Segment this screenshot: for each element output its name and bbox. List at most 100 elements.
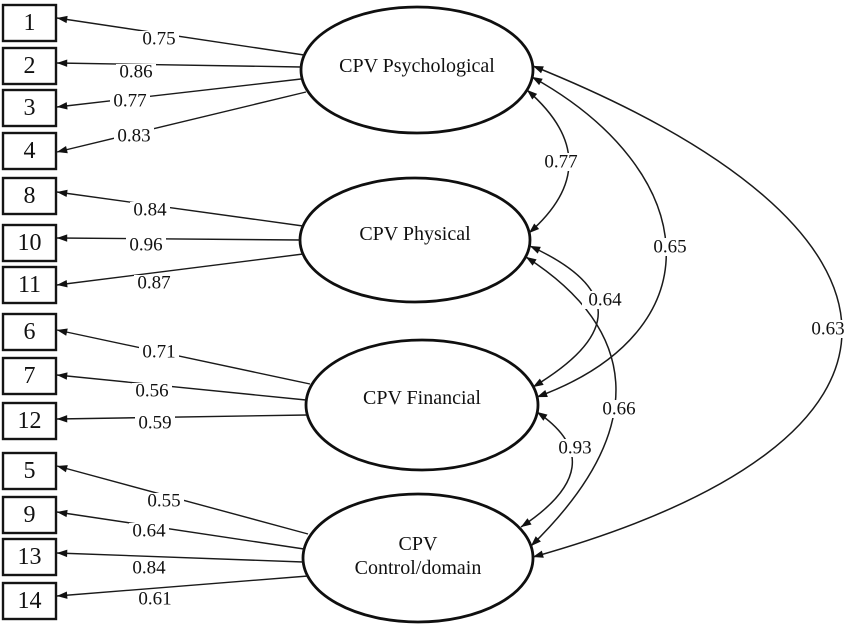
loading-arrow-6 bbox=[56, 328, 311, 385]
indicator-box-3: 3 bbox=[1, 88, 58, 128]
loading-arrow-13 bbox=[56, 549, 304, 563]
svg-text:5: 5 bbox=[24, 458, 36, 484]
loading-arrow-2 bbox=[56, 59, 302, 68]
loading-label-11: 0.87 bbox=[134, 273, 174, 294]
covariance-curve-psychological-control bbox=[532, 65, 843, 558]
loading-arrow-10 bbox=[56, 234, 301, 242]
loading-arrow-11 bbox=[56, 253, 304, 288]
loading-label-2: 0.86 bbox=[116, 62, 156, 83]
svg-text:0.65: 0.65 bbox=[653, 237, 686, 258]
loading-arrow-14 bbox=[56, 575, 309, 599]
loading-arrow-8 bbox=[56, 189, 304, 227]
svg-text:11: 11 bbox=[18, 272, 41, 298]
svg-text:2: 2 bbox=[24, 53, 36, 79]
covariance-label-physical-financial: 0.64 bbox=[582, 290, 628, 311]
indicator-box-13: 13 bbox=[1, 537, 58, 577]
loading-arrow-7 bbox=[56, 372, 307, 401]
svg-text:4: 4 bbox=[24, 138, 36, 164]
svg-text:0.56: 0.56 bbox=[135, 381, 168, 402]
loading-label-14: 0.61 bbox=[135, 589, 175, 610]
svg-text:0.84: 0.84 bbox=[133, 200, 167, 221]
svg-text:0.86: 0.86 bbox=[119, 62, 152, 83]
label-backing bbox=[582, 291, 628, 309]
factor-psychological: CPV Psychological bbox=[299, 5, 535, 135]
svg-text:0.55: 0.55 bbox=[147, 491, 180, 512]
covariance-label-psychological-control: 0.63 bbox=[805, 319, 848, 340]
loading-label-12: 0.59 bbox=[135, 413, 175, 434]
svg-text:0.66: 0.66 bbox=[602, 399, 635, 420]
loading-label-3: 0.77 bbox=[110, 91, 150, 112]
covariance-label-financial-control: 0.93 bbox=[552, 438, 598, 459]
svg-text:3: 3 bbox=[24, 95, 36, 121]
factor-control: CPV Control/domain bbox=[301, 492, 535, 624]
svg-text:8: 8 bbox=[24, 183, 36, 209]
svg-text:0.83: 0.83 bbox=[117, 126, 150, 147]
label-backing bbox=[552, 439, 598, 457]
svg-text:0.71: 0.71 bbox=[142, 342, 175, 363]
factor-label-physical: CPV Physical bbox=[359, 223, 471, 245]
svg-text:0.59: 0.59 bbox=[138, 413, 171, 434]
indicator-box-1: 1 bbox=[1, 3, 58, 43]
indicator-box-4: 4 bbox=[1, 131, 58, 171]
svg-text:0.64: 0.64 bbox=[132, 521, 166, 542]
indicator-box-9: 9 bbox=[1, 495, 58, 535]
svg-text:0.87: 0.87 bbox=[137, 273, 170, 294]
covariance-label-psychological-physical: 0.77 bbox=[538, 152, 584, 173]
loading-label-9: 0.64 bbox=[129, 521, 169, 542]
svg-text:12: 12 bbox=[18, 408, 42, 434]
svg-text:7: 7 bbox=[24, 363, 36, 389]
indicator-box-7: 7 bbox=[1, 356, 58, 396]
factor-label-psychological: CPV Psychological bbox=[339, 55, 495, 77]
factor-label-control-line2: Control/domain bbox=[355, 557, 482, 579]
svg-text:6: 6 bbox=[24, 319, 36, 345]
covariance-curve-physical-financial bbox=[529, 245, 599, 388]
factor-financial: CPV Financial bbox=[304, 338, 540, 472]
svg-text:1: 1 bbox=[24, 10, 36, 36]
factor-ellipse-control bbox=[301, 492, 535, 624]
loading-label-10: 0.96 bbox=[126, 235, 166, 256]
svg-text:0.96: 0.96 bbox=[129, 235, 162, 256]
svg-text:10: 10 bbox=[18, 230, 42, 256]
indicator-box-11: 11 bbox=[1, 265, 58, 305]
indicator-box-8: 8 bbox=[1, 176, 58, 216]
svg-text:14: 14 bbox=[18, 588, 42, 614]
covariance-label-psychological-financial: 0.65 bbox=[647, 237, 693, 258]
svg-text:0.84: 0.84 bbox=[132, 558, 166, 579]
indicator-box-6: 6 bbox=[1, 312, 58, 352]
covariance-label-physical-control: 0.66 bbox=[596, 399, 642, 420]
loading-arrow-9 bbox=[56, 509, 305, 550]
label-backing bbox=[538, 153, 584, 171]
label-backing bbox=[596, 400, 642, 418]
svg-text:9: 9 bbox=[24, 502, 36, 528]
covariance-curve-financial-control bbox=[520, 411, 574, 528]
loading-arrow-12 bbox=[56, 414, 308, 423]
indicator-box-12: 12 bbox=[1, 401, 58, 441]
indicator-box-14: 14 bbox=[1, 581, 58, 621]
label-backing bbox=[805, 320, 848, 338]
loading-label-6: 0.71 bbox=[139, 342, 179, 363]
svg-text:0.64: 0.64 bbox=[588, 290, 622, 311]
indicator-box-2: 2 bbox=[1, 46, 58, 86]
loading-label-5: 0.55 bbox=[144, 491, 184, 512]
svg-text:0.61: 0.61 bbox=[138, 589, 171, 610]
loading-arrow-3 bbox=[56, 78, 302, 110]
svg-text:0.63: 0.63 bbox=[811, 319, 844, 340]
svg-text:13: 13 bbox=[18, 544, 42, 570]
loading-arrow-1 bbox=[56, 15, 305, 56]
covariance-curve-psychological-financial bbox=[531, 76, 667, 398]
loading-label-8: 0.84 bbox=[130, 200, 170, 221]
svg-text:0.93: 0.93 bbox=[558, 438, 591, 459]
loading-label-7: 0.56 bbox=[132, 381, 172, 402]
svg-text:0.77: 0.77 bbox=[544, 152, 577, 173]
covariance-curve-physical-control bbox=[525, 256, 617, 547]
loading-label-13: 0.84 bbox=[129, 558, 169, 579]
svg-text:0.77: 0.77 bbox=[113, 91, 146, 112]
loading-label-4: 0.83 bbox=[114, 126, 154, 147]
loading-label-1: 0.75 bbox=[139, 29, 179, 50]
factor-label-control-line1: CPV bbox=[399, 533, 438, 555]
factor-label-financial: CPV Financial bbox=[363, 387, 481, 409]
loading-arrow-4 bbox=[56, 91, 307, 154]
factor-physical: CPV Physical bbox=[298, 176, 532, 304]
